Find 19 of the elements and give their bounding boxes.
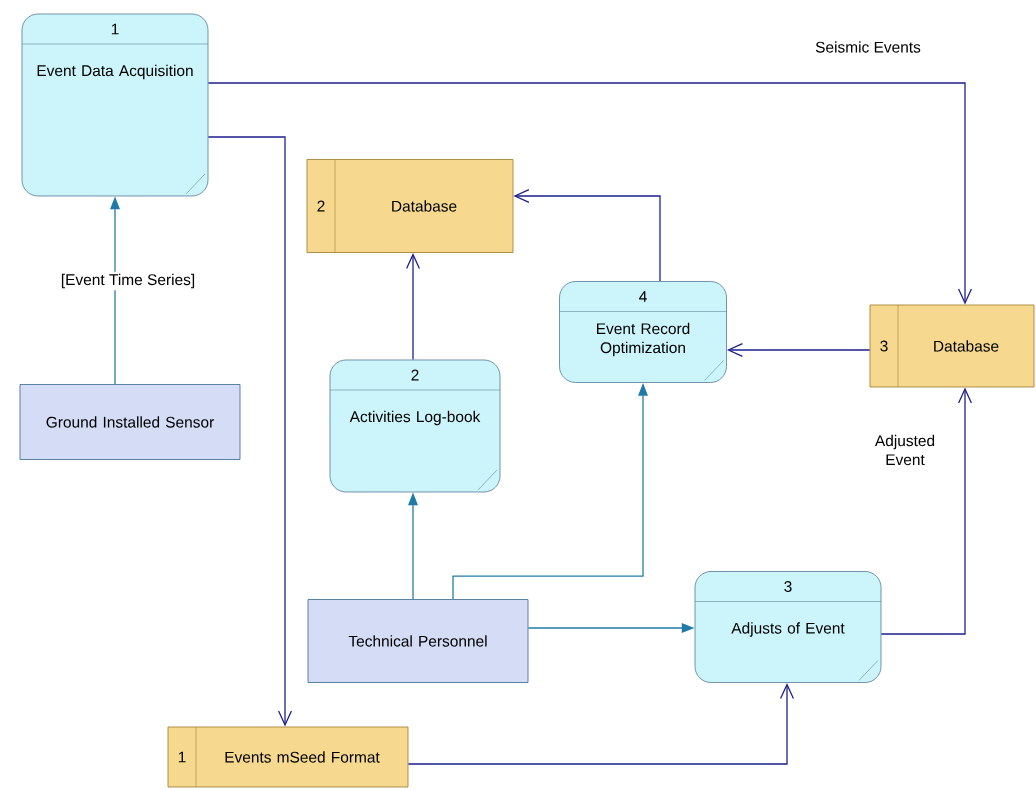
arrow — [207, 82, 973, 305]
arrow — [513, 188, 661, 282]
process-box: 2 Activities Log-book — [329, 359, 501, 493]
arrow — [207, 136, 293, 727]
edge-label: Seismic Events — [813, 39, 923, 55]
process-box: 3 Adjusts of Event — [694, 571, 882, 683]
arrow — [407, 682, 795, 765]
data-store-box: 2 Database — [306, 159, 514, 253]
edge-label: Adjusted Event — [862, 432, 948, 468]
arrow — [405, 252, 421, 361]
external-entity-box: Ground Installed Sensor — [19, 384, 241, 460]
external-entity-box: Technical Personnel — [307, 599, 529, 683]
process-box: 1 Event Data Acquisition — [21, 13, 209, 197]
process-box: 4 Event Record Optimization — [559, 281, 727, 383]
data-store-box: 3 Database — [869, 304, 1035, 388]
arrow — [726, 342, 871, 358]
edge-label: [Event Time Series] — [58, 271, 198, 291]
arrow — [880, 387, 973, 635]
data-store-box: 1 Events mSeed Format — [167, 726, 409, 788]
